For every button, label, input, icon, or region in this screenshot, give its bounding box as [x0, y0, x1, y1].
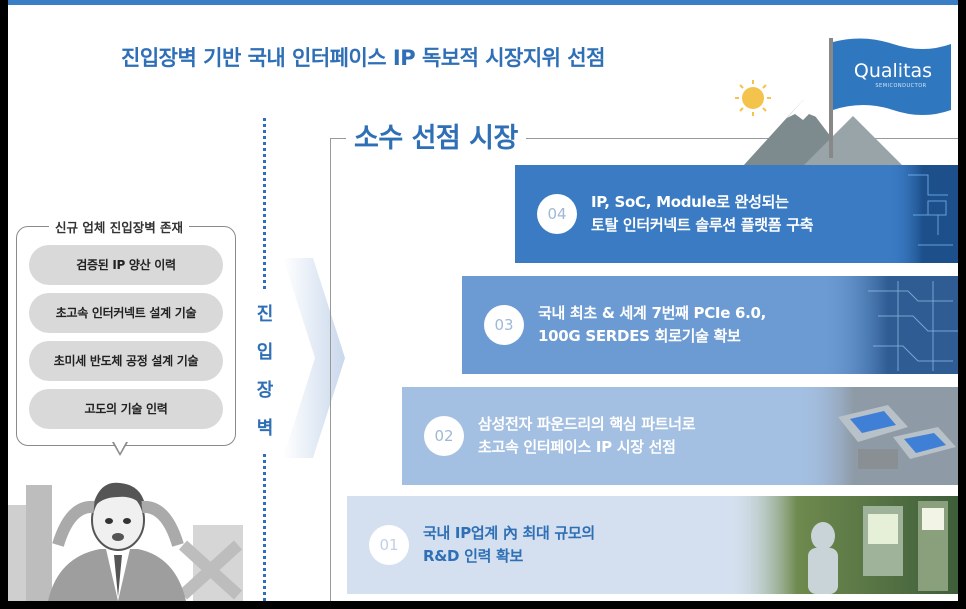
- step-number: 03: [484, 305, 524, 345]
- circuit-board-image: [888, 165, 958, 263]
- barrier-item: 검증된 IP 양산 이력: [29, 245, 223, 285]
- step-text-line2: R&D 인력 확보: [423, 547, 524, 565]
- step-02: 02 삼성전자 파운드리의 핵심 파트너로 초고속 인터페이스 IP 시장 선점: [402, 387, 958, 485]
- barrier-item: 초고속 인터커넥트 설계 기술: [29, 293, 223, 333]
- step-text-line2: 100G SERDES 회로기술 확보: [538, 327, 741, 345]
- foundry-aerial-image: [798, 387, 958, 485]
- market-bracket: [330, 138, 958, 601]
- step-03: 03 국내 최초 & 세계 7번째 PCIe 6.0, 100G SERDES …: [462, 276, 958, 374]
- step-number: 02: [424, 416, 464, 456]
- step-text-line1: 국내 IP업계 內 최대 규모의: [423, 524, 595, 542]
- market-label: 소수 선점 시장: [346, 116, 526, 155]
- page-title: 진입장벽 기반 국내 인터페이스 IP 독보적 시장지위 선점: [121, 46, 605, 70]
- barrier-item: 초미세 반도체 공정 설계 기술: [29, 341, 223, 381]
- top-accent-bar: [8, 0, 958, 5]
- mountain-illustration: [735, 80, 903, 166]
- step-text-line1: IP, SoC, Module로 완성되는: [591, 193, 789, 211]
- entry-barrier-label: 진 입 장 벽: [248, 290, 282, 454]
- step-text-line2: 토탈 인터커넥트 솔루션 플랫폼 구축: [591, 216, 814, 234]
- step-text-line1: 국내 최초 & 세계 7번째 PCIe 6.0,: [538, 304, 767, 322]
- circuit-trace-image: [818, 276, 958, 374]
- step-01: 01 국내 IP업계 內 최대 규모의 R&D 인력 확보: [347, 496, 958, 594]
- company-logo: Qualitas: [853, 60, 933, 82]
- worried-man-illustration: [8, 482, 243, 601]
- right-arrow-icon: [283, 258, 345, 458]
- slide: 진입장벽 기반 국내 인터페이스 IP 독보적 시장지위 선점 신규 업체 진입…: [8, 0, 958, 601]
- step-text-line2: 초고속 인터페이스 IP 시장 선점: [478, 438, 676, 456]
- step-text-line1: 삼성전자 파운드리의 핵심 파트너로: [478, 415, 696, 433]
- cleanroom-lab-image: [728, 496, 958, 594]
- step-number: 04: [537, 194, 577, 234]
- company-logo-sub: SEMICONDUCTOR: [875, 83, 927, 89]
- flag-shape: [833, 38, 951, 115]
- panel-title: 신규 업체 진입장벽 존재: [49, 217, 190, 236]
- entry-barrier-panel: 신규 업체 진입장벽 존재 검증된 IP 양산 이력 초고속 인터커넥트 설계 …: [16, 217, 236, 446]
- barrier-item: 고도의 기술 인력: [29, 389, 223, 429]
- flagpole: [829, 38, 833, 158]
- step-04: 04 IP, SoC, Module로 완성되는 토탈 인터커넥트 솔루션 플랫…: [515, 165, 958, 263]
- step-number: 01: [369, 525, 409, 565]
